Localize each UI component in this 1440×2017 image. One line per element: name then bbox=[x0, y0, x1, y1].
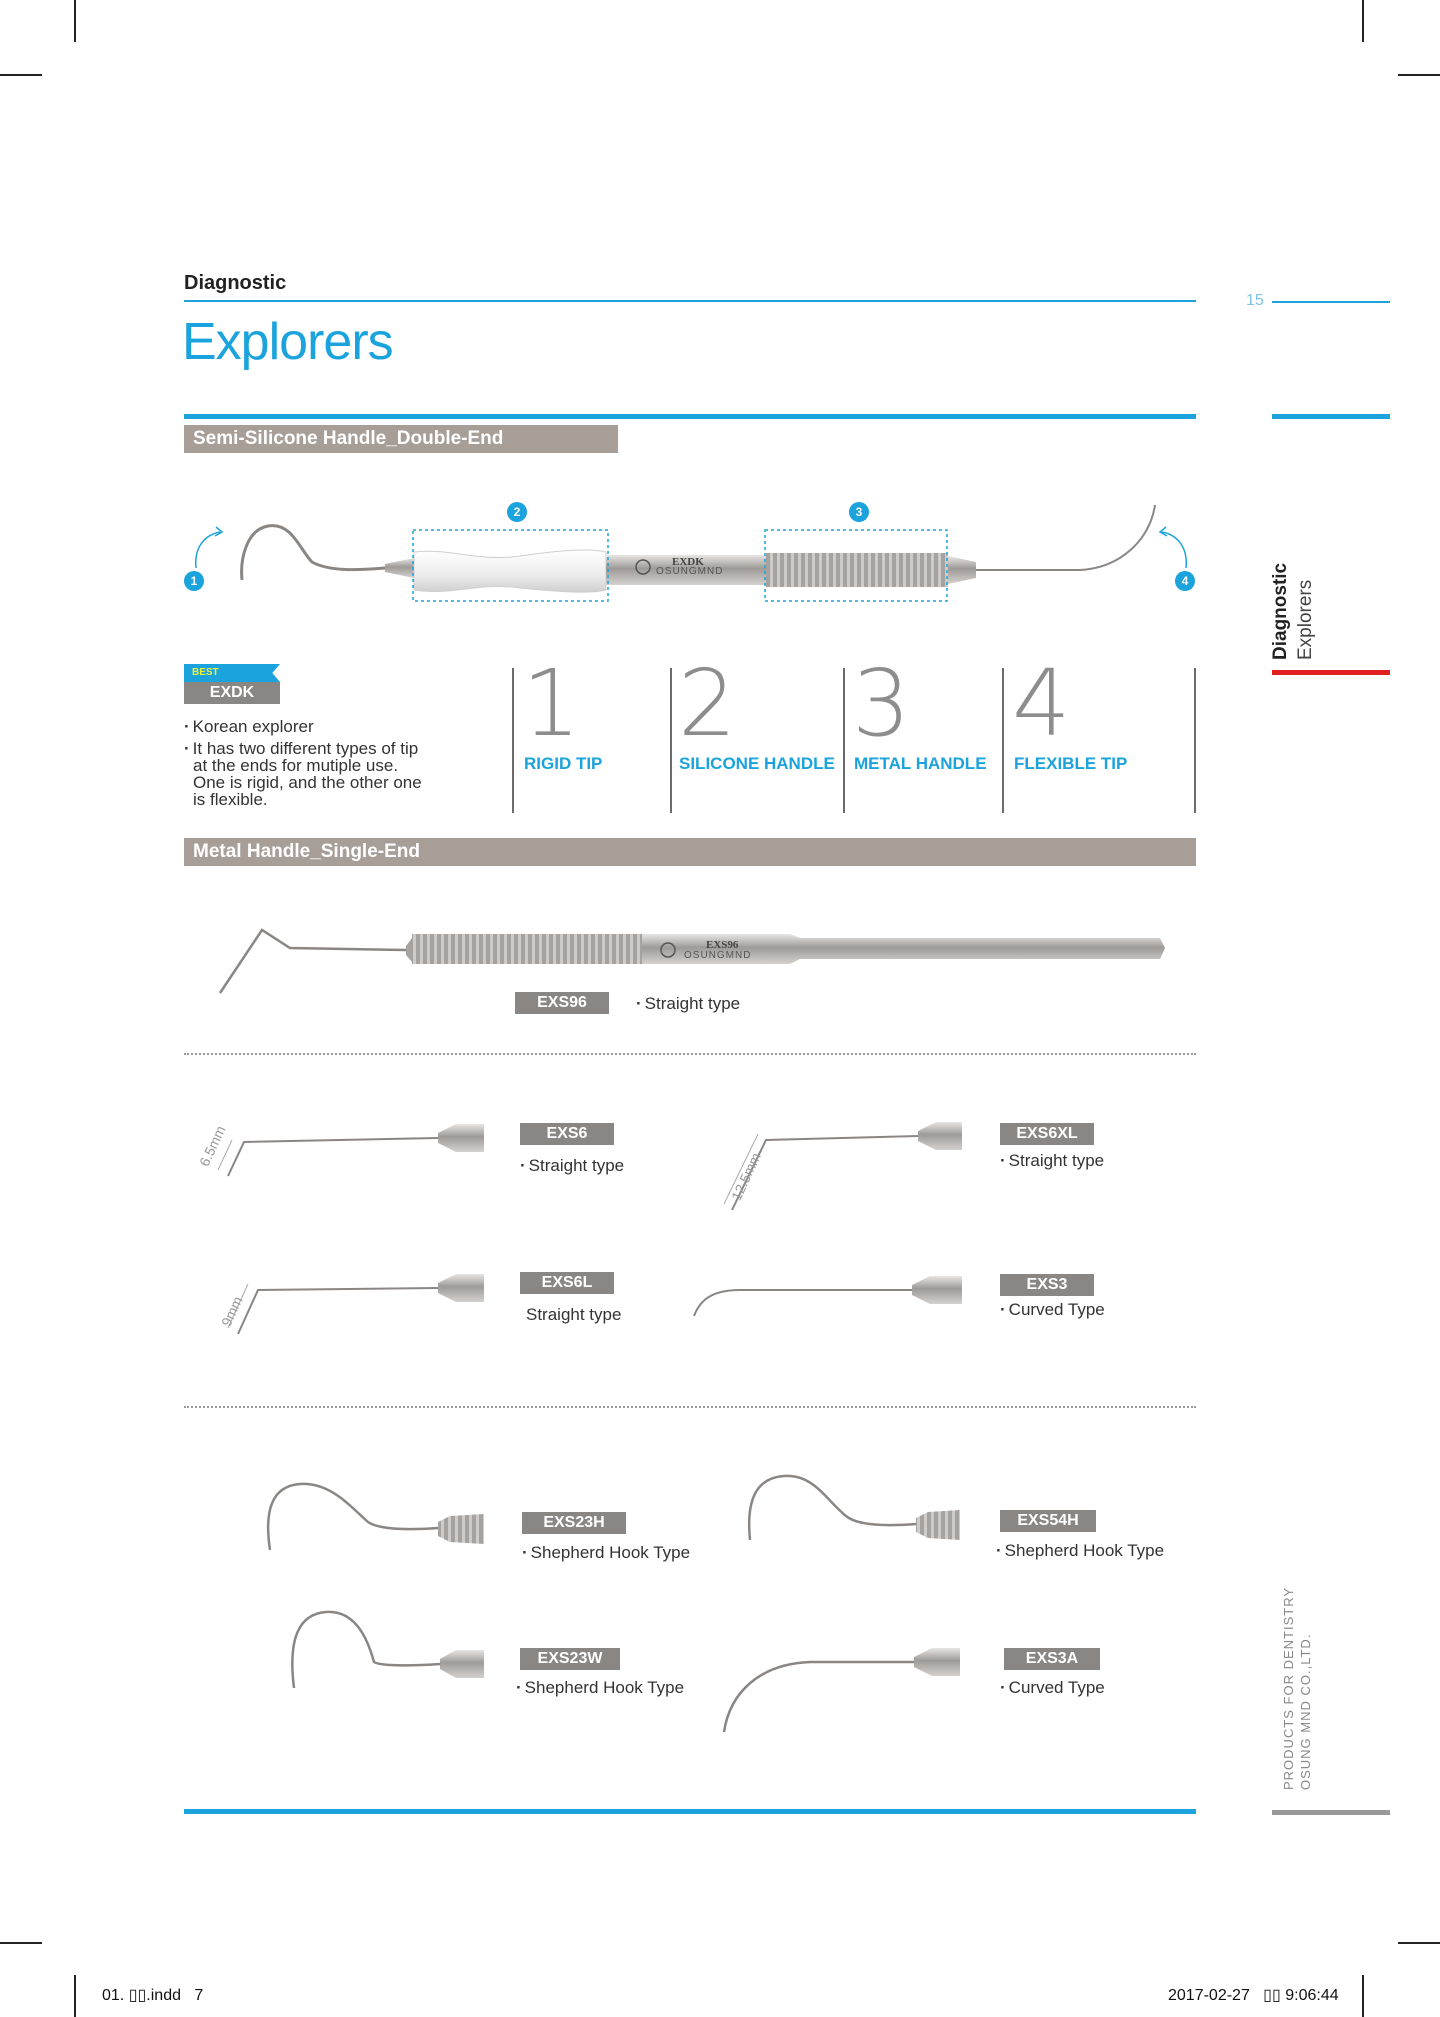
feature-digit-3: 3 bbox=[852, 650, 911, 757]
dotted-divider bbox=[184, 1406, 1196, 1408]
exdk-bullet-1: Korean explorer bbox=[184, 717, 314, 737]
crop-mark bbox=[1398, 74, 1440, 76]
product-code-exs3: EXS3 bbox=[1000, 1274, 1094, 1296]
section2-bar bbox=[184, 838, 1196, 866]
feature-digit-4: 4 bbox=[1012, 650, 1071, 757]
side-tab-primary: Diagnostic bbox=[1270, 562, 1291, 660]
crop-mark bbox=[0, 1942, 42, 1944]
side-footer-rule bbox=[1272, 1810, 1390, 1815]
slug-timestamp: 2017-02-27 ▯▯ 9:06:44 bbox=[1168, 1987, 1339, 2004]
section1-label: Semi-Silicone Handle_Double-End bbox=[193, 428, 504, 449]
exs23h-desc: Shepherd Hook Type bbox=[522, 1543, 690, 1563]
crop-mark bbox=[74, 0, 76, 42]
side-tab-red-rule bbox=[1272, 670, 1390, 675]
exdk-bullet-2-line3: One is rigid, and the other one bbox=[193, 773, 422, 792]
feature-label-rigid-tip: RIGID TIP bbox=[524, 754, 603, 773]
side-footer-line1: PRODUCTS FOR DENTISTRY bbox=[1281, 1586, 1296, 1790]
section2-label: Metal Handle_Single-End bbox=[193, 841, 420, 862]
product-code-exs6: EXS6 bbox=[520, 1123, 614, 1145]
badge-flexible-tip: 4 bbox=[1175, 571, 1195, 591]
section1-bar bbox=[184, 425, 618, 453]
bottom-rule bbox=[184, 1809, 1196, 1814]
exs96-handle-text: EXS96 bbox=[706, 939, 739, 951]
feature-digit-1: 1 bbox=[522, 650, 581, 757]
crop-mark bbox=[1398, 1942, 1440, 1944]
feature-separator bbox=[670, 668, 672, 813]
product-code-exs96: EXS96 bbox=[515, 992, 609, 1014]
dotted-divider bbox=[184, 1053, 1196, 1055]
best-collection-tag: BEST COLLECTION bbox=[184, 664, 280, 682]
exs96-desc: Straight type bbox=[636, 994, 740, 1014]
page-number-rule bbox=[1272, 301, 1390, 303]
product-code-exs23w: EXS23W bbox=[520, 1648, 620, 1670]
badge-rigid-tip: 1 bbox=[184, 571, 204, 591]
crop-mark bbox=[1362, 1975, 1364, 2017]
feature-label-metal-handle: METAL HANDLE bbox=[854, 754, 987, 773]
dimension-label-exs6l: 9mm bbox=[218, 1293, 246, 1329]
feature-label-silicone-handle: SILICONE HANDLE bbox=[679, 754, 835, 773]
feature-separator bbox=[1002, 668, 1004, 813]
exs6xl-desc: Straight type bbox=[1000, 1151, 1104, 1171]
feature-separator bbox=[843, 668, 845, 813]
category-heading: Diagnostic bbox=[184, 272, 287, 294]
crop-mark bbox=[1362, 0, 1364, 42]
slug-filename: 01. ▯▯.indd 7 bbox=[102, 1987, 204, 2004]
dimension-label-exs6: 6.5mm bbox=[196, 1123, 229, 1169]
exs6-desc: Straight type bbox=[520, 1156, 624, 1176]
side-tab-top-rule bbox=[1272, 414, 1390, 419]
product-code-exs54h: EXS54H bbox=[1000, 1510, 1096, 1532]
badge-metal-handle: 3 bbox=[849, 502, 869, 522]
header-rule bbox=[184, 300, 1196, 302]
product-code-exs3a: EXS3A bbox=[1004, 1648, 1100, 1670]
exdk-bullet-2-line2: at the ends for mutiple use. bbox=[193, 756, 399, 775]
handle-model-text: EXDK bbox=[672, 556, 704, 568]
feature-separator bbox=[512, 668, 514, 813]
crop-mark bbox=[74, 1975, 76, 2017]
product-code-exs6l: EXS6L bbox=[520, 1272, 614, 1294]
exs3-desc: Curved Type bbox=[1000, 1300, 1105, 1320]
page-number: 15 bbox=[1246, 292, 1264, 309]
exs3a-desc: Curved Type bbox=[1000, 1678, 1105, 1698]
exs96-handle-brand: OSUNGMND bbox=[684, 950, 752, 961]
feature-label-flexible-tip: FLEXIBLE TIP bbox=[1014, 754, 1128, 773]
dimension-label-exs6xl: 12.5mm bbox=[728, 1150, 764, 1203]
exs54h-desc: Shepherd Hook Type bbox=[996, 1541, 1164, 1561]
exs6l-desc: Straight type bbox=[526, 1305, 622, 1324]
feature-digit-2: 2 bbox=[678, 650, 737, 757]
section1-top-rule bbox=[184, 414, 1196, 419]
badge-silicone-handle: 2 bbox=[507, 502, 527, 522]
side-tab-secondary: Explorers bbox=[1295, 579, 1316, 660]
page-title: Explorers bbox=[182, 313, 394, 371]
crop-mark bbox=[0, 74, 42, 76]
side-footer-line2: OSUNG MND CO.,LTD. bbox=[1298, 1633, 1313, 1790]
product-code-exs6xl: EXS6XL bbox=[1000, 1123, 1094, 1145]
exdk-bullet-2-line1: It has two different types of tip bbox=[184, 739, 419, 759]
feature-separator bbox=[1194, 668, 1196, 813]
exs23w-desc: Shepherd Hook Type bbox=[516, 1678, 684, 1698]
exdk-bullet-2-line4: is flexible. bbox=[193, 790, 268, 809]
handle-brand-text: OSUNGMND bbox=[656, 566, 724, 577]
product-code-exs23h: EXS23H bbox=[522, 1512, 626, 1534]
product-code-exdk: EXDK bbox=[184, 682, 280, 704]
